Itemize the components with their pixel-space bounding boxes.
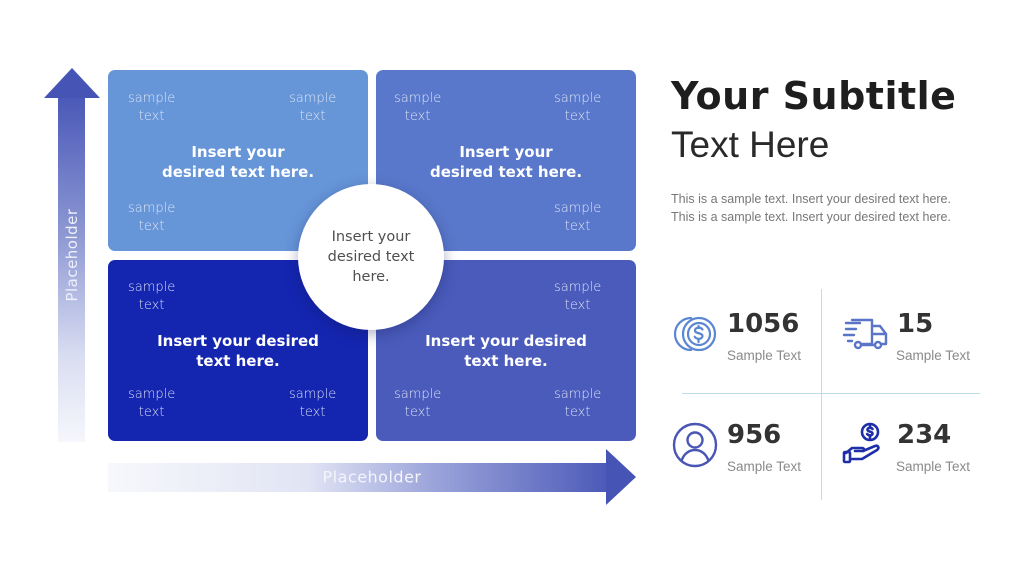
- horizontal-axis-arrow-head: [606, 449, 636, 505]
- stat-item: [842, 310, 890, 362]
- horizontal-axis-arrow-shaft: [108, 463, 608, 492]
- stats-divider-vertical: [821, 289, 822, 500]
- user-circle-icon: [672, 422, 718, 468]
- delivery-truck-icon: [842, 318, 888, 350]
- stat-label: Sample Text: [896, 348, 971, 363]
- coins-dollar-icon: [673, 316, 717, 352]
- hand-dollar-icon: [842, 422, 880, 464]
- vertical-axis-arrow-head: [44, 68, 100, 98]
- stat-label: Sample Text: [727, 348, 802, 363]
- stat-value: 234: [897, 420, 952, 450]
- stat-value: 956: [727, 420, 782, 450]
- stats-divider-horizontal: [682, 393, 980, 394]
- stat-item: [671, 421, 719, 473]
- stat-value: 1056: [727, 309, 800, 339]
- slide-title: Your Subtitle: [671, 74, 957, 118]
- vertical-axis-arrow-shaft: [58, 96, 85, 442]
- stat-item: [671, 310, 719, 362]
- stat-item: [842, 421, 890, 473]
- stat-value: 15: [897, 309, 934, 339]
- stat-label: Sample Text: [896, 459, 971, 474]
- stat-label: Sample Text: [727, 459, 802, 474]
- vertical-axis-label: Placeholder: [63, 208, 81, 302]
- horizontal-axis-label: Placeholder: [322, 467, 422, 487]
- slide-subtitle: Text Here: [671, 124, 830, 165]
- description-text: This is a sample text. Insert your desir…: [671, 192, 951, 224]
